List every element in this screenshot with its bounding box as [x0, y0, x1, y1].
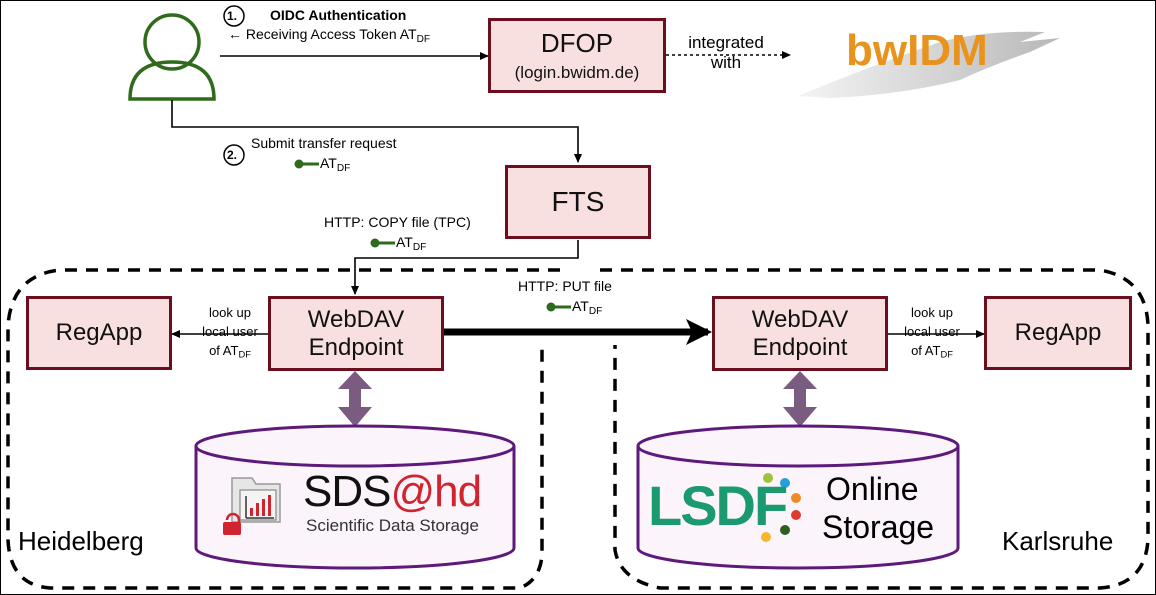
put-label: HTTP: PUT file	[518, 278, 612, 294]
lookup-line1: look up	[911, 305, 953, 320]
heidelberg-region	[6, 268, 560, 590]
dfop-subtitle: (login.bwidm.de)	[514, 63, 640, 82]
token-text: AT	[396, 234, 413, 250]
lookup-line2: local user	[202, 324, 258, 339]
lookup-left-label: look up local user of ATDF	[188, 303, 272, 365]
copy-arrow	[351, 240, 579, 295]
lookup-right-label: look up local user of ATDF	[890, 303, 974, 365]
lock-icon	[223, 512, 241, 535]
webdav-left-line2: Endpoint	[308, 333, 404, 361]
step-2-title: Submit transfer request	[251, 135, 397, 151]
fts-title: FTS	[551, 186, 605, 217]
regapp-right-title: RegApp	[1014, 319, 1102, 346]
step-2-token: ATDF	[294, 155, 350, 174]
lookup-line3: of ATDF	[890, 341, 974, 365]
bwidm-logo: bwIDM	[846, 26, 988, 75]
step-1-subtitle-text: ← Receiving Access Token AT	[228, 26, 417, 42]
dfop-node[interactable]: DFOP (login.bwidm.de)	[488, 18, 666, 93]
site-label-heidelberg: Heidelberg	[18, 526, 144, 556]
site-label-karlsruhe: Karlsruhe	[1002, 526, 1114, 556]
token-text: AT	[572, 298, 589, 314]
webdav-right-line1: WebDAV	[751, 305, 849, 333]
karlsruhe-region	[600, 268, 1150, 590]
webdav-left-line1: WebDAV	[307, 305, 405, 333]
webdav-left-node[interactable]: WebDAV Endpoint	[268, 296, 444, 371]
step-1-number: 1.	[227, 9, 238, 23]
token-sub: DF	[588, 305, 603, 317]
lookup-line1: look up	[209, 305, 251, 320]
integrated-line2: with	[710, 53, 742, 72]
lsdf-storage-cylinder	[636, 424, 960, 570]
put-token: ATDF	[546, 298, 602, 317]
user-icon	[128, 13, 216, 101]
regapp-left-node[interactable]: RegApp	[26, 296, 172, 370]
dfop-title: DFOP	[540, 28, 614, 58]
fts-node[interactable]: FTS	[505, 165, 651, 239]
step-1-title: OIDC Authentication	[270, 7, 407, 23]
step-1-subtitle-sub: DF	[416, 33, 431, 45]
webdav-right-node[interactable]: WebDAV Endpoint	[712, 296, 888, 371]
sds-folder-icon	[231, 477, 281, 523]
lsdf-line2: Storage	[822, 509, 935, 545]
lsdf-logo: LSDF	[648, 474, 788, 537]
token-sub: DF	[336, 162, 351, 174]
integrated-label: integrated with	[676, 33, 776, 73]
transfer-request-arrow	[171, 100, 582, 163]
key-icon	[546, 302, 571, 312]
lsdf-dots-icon	[761, 473, 801, 542]
sds-logo-subtitle: Scientific Data Storage	[306, 516, 479, 535]
regapp-left-title: RegApp	[55, 319, 143, 346]
key-icon	[294, 159, 319, 169]
sds-logo-main: SDS	[303, 467, 391, 516]
sds-storage-cylinder	[194, 424, 516, 570]
lookup-line2: local user	[904, 324, 960, 339]
double-arrow-right	[783, 371, 817, 427]
lookup-line3-text: of AT	[911, 343, 941, 358]
webdav-right-line2: Endpoint	[752, 333, 848, 361]
lsdf-online-storage: Online Storage	[822, 470, 934, 546]
lookup-line3-sub: DF	[238, 349, 251, 360]
lookup-line3-sub: DF	[940, 349, 953, 360]
lookup-line3: of ATDF	[188, 341, 272, 365]
lookup-line3-text: of AT	[209, 343, 239, 358]
lsdf-line1: Online	[826, 471, 919, 507]
bwidm-brush	[798, 31, 1060, 98]
step-1-subtitle: ← Receiving Access Token ATDF	[228, 26, 430, 45]
token-sub: DF	[412, 241, 427, 253]
step-1-badge	[223, 5, 245, 27]
copy-label: HTTP: COPY file (TPC)	[324, 214, 471, 230]
key-icon	[370, 238, 395, 248]
step-2-number: 2.	[227, 148, 238, 162]
sds-logo-at: @hd	[390, 467, 482, 516]
token-text: AT	[320, 155, 337, 171]
copy-token: ATDF	[370, 234, 426, 253]
sds-logo: SDS@hd	[303, 467, 482, 516]
integrated-line1: integrated	[688, 33, 764, 52]
double-arrow-left	[338, 371, 372, 427]
step-2-badge	[223, 144, 245, 166]
regapp-right-node[interactable]: RegApp	[984, 296, 1132, 370]
